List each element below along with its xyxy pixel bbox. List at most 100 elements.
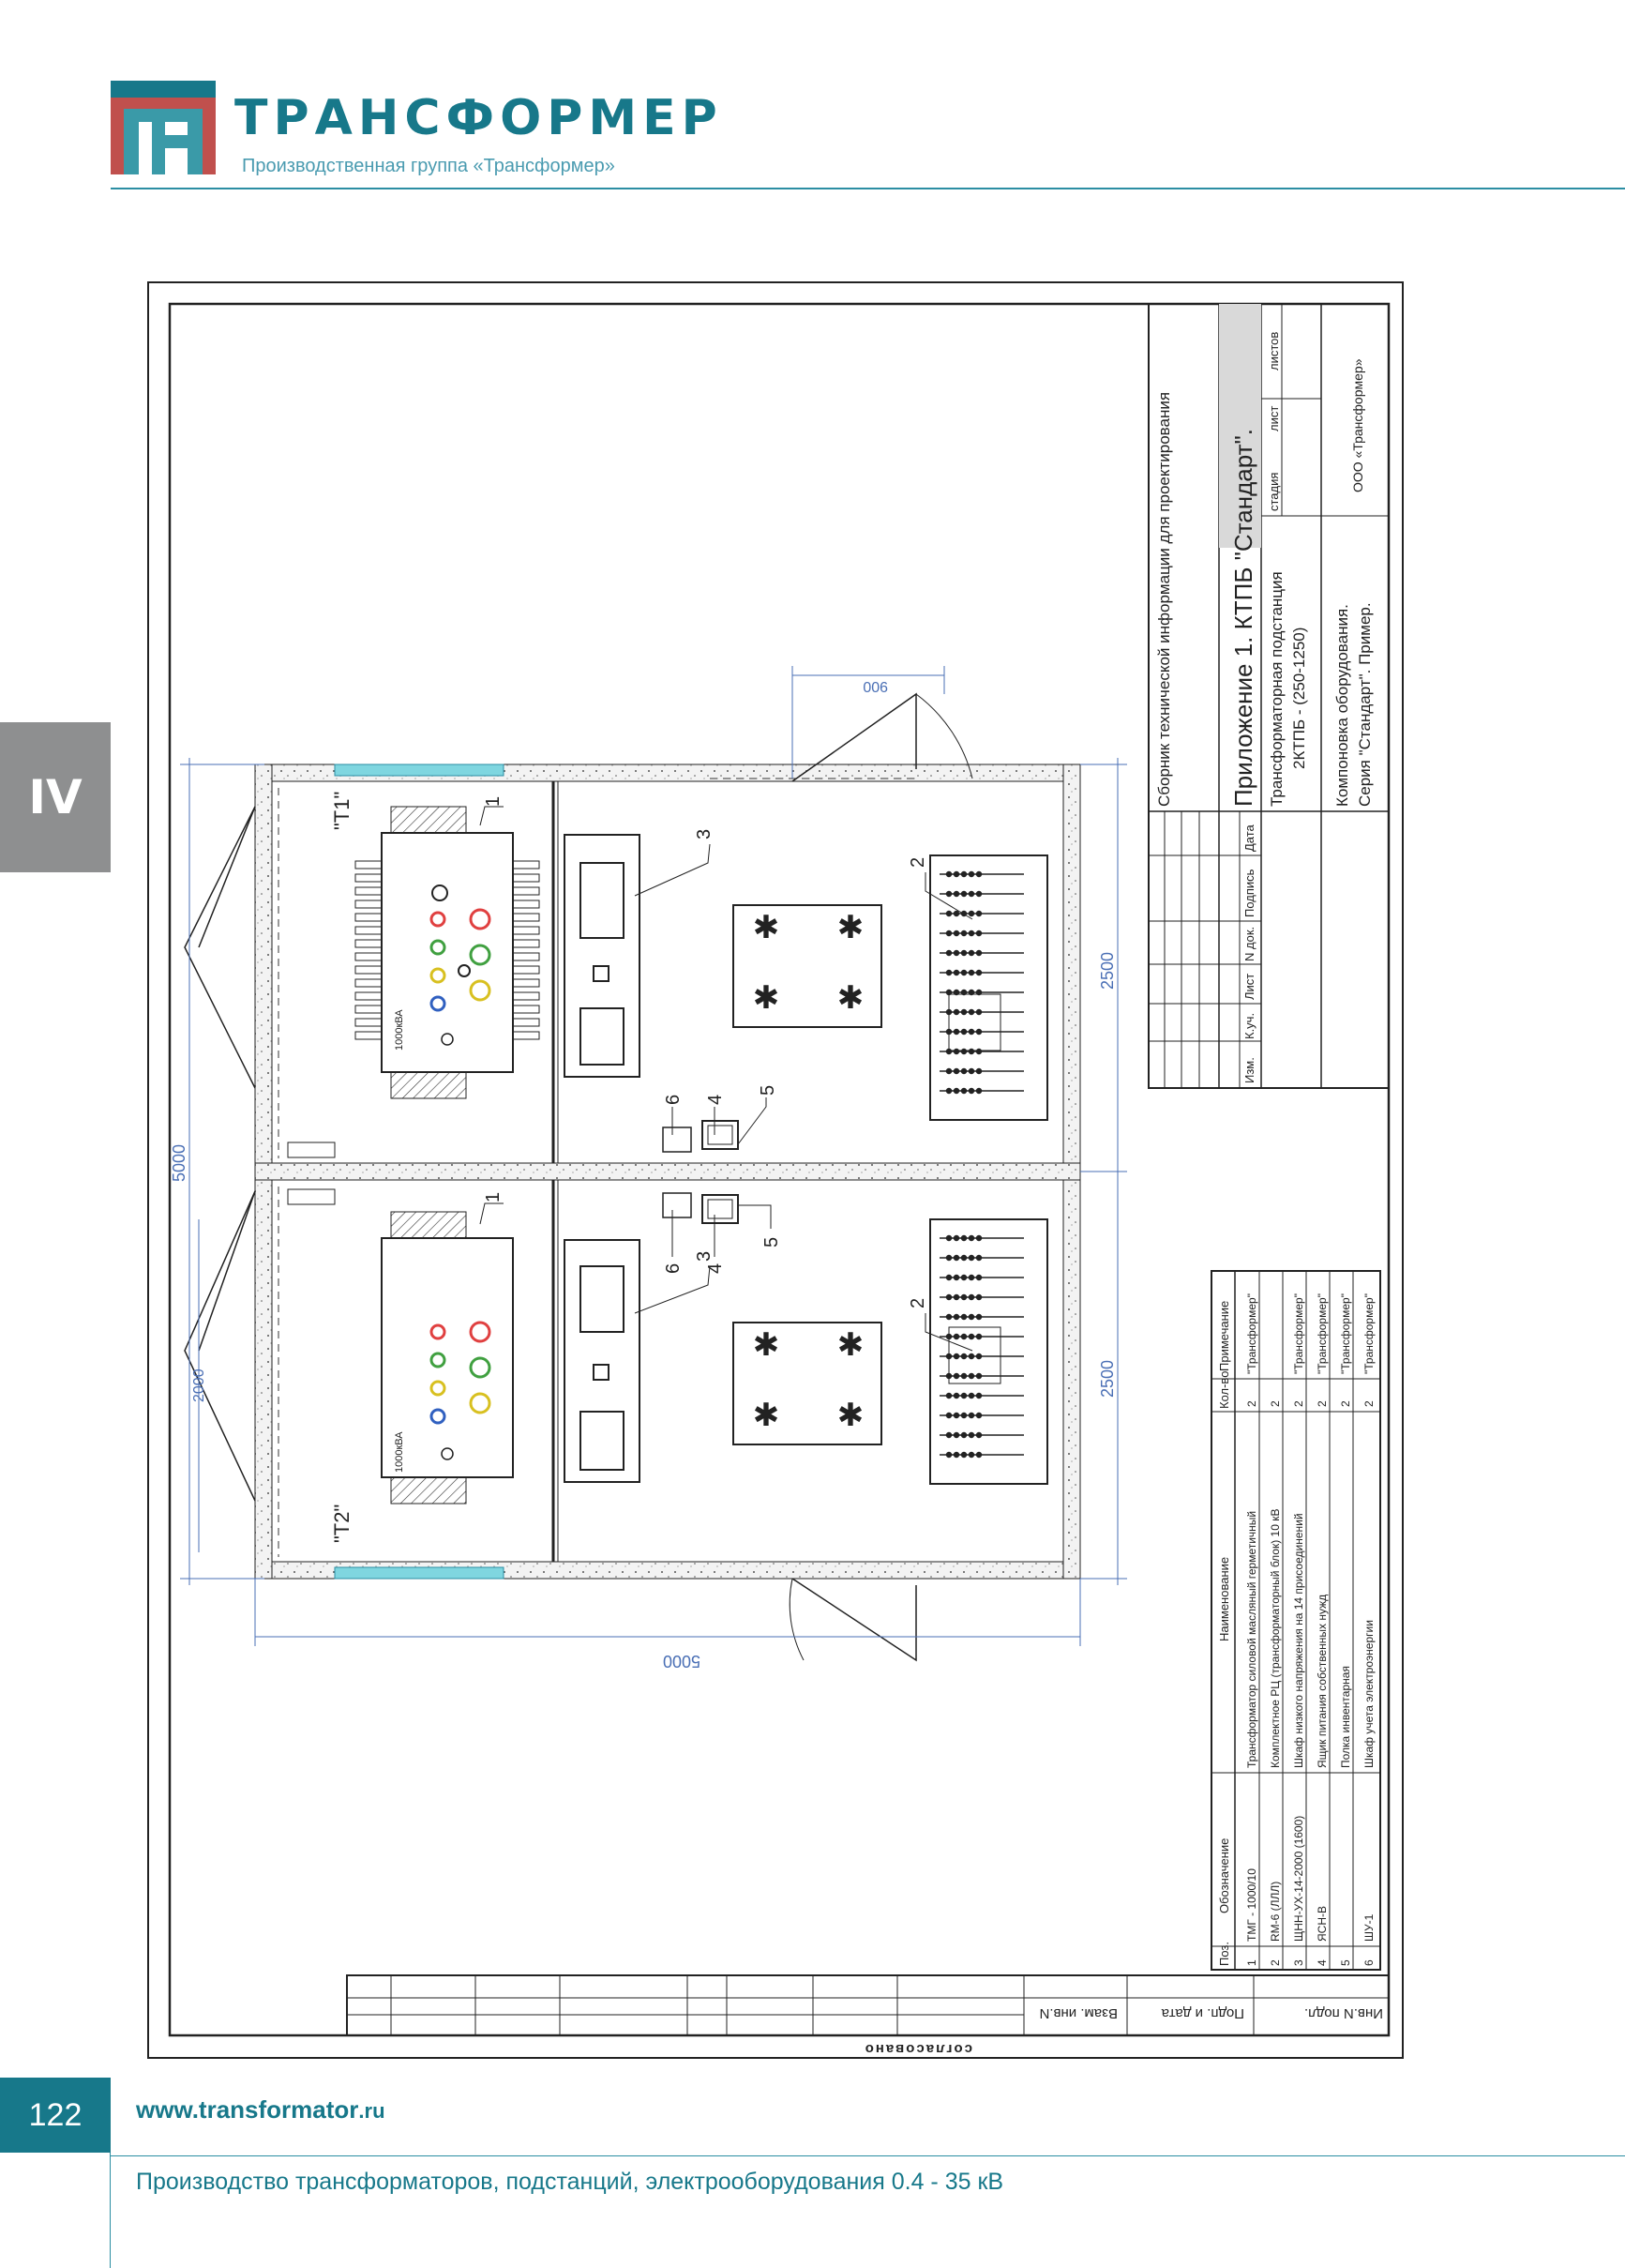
spec-cell: 6	[1362, 1959, 1376, 1966]
dim-small: 2000	[191, 1368, 207, 1402]
section-tab: IV	[0, 722, 111, 872]
svg-text:✱: ✱	[753, 980, 780, 1016]
callout-6-bottom: 6	[663, 1263, 684, 1274]
spec-header-note: Примечание	[1217, 1301, 1231, 1371]
spec-cell: 2	[1269, 1400, 1282, 1407]
svg-text:✱: ✱	[753, 1398, 780, 1433]
spec-table: Поз. Обозначение Наименование Кол-во При…	[1211, 1270, 1381, 1971]
spec-cell: ШУ-1	[1362, 1913, 1376, 1942]
transformer-t2: 1000кВА	[381, 1211, 514, 1504]
window-top	[334, 764, 504, 777]
lv-cabinet-1	[564, 834, 640, 1078]
page-number: 122	[0, 2078, 111, 2153]
spec-cell: Шкаф учета электроэнергии	[1362, 1620, 1376, 1768]
vzam-label: Взам. инв.N	[1039, 2005, 1118, 2021]
transformer-logo-icon	[111, 81, 216, 174]
spec-cell: "Трансформер"	[1292, 1293, 1305, 1374]
header-divider	[111, 188, 1625, 189]
rev-header-list: Лист	[1242, 974, 1256, 1000]
dim-total-horizontal: 5000	[663, 1652, 700, 1671]
svg-text:✱: ✱	[837, 980, 865, 1016]
spec-cell: ТМГ - 1000/10	[1245, 1868, 1258, 1942]
svg-text:✱: ✱	[837, 1398, 865, 1433]
rev-header-kuch: К.уч.	[1242, 1013, 1256, 1039]
t2-label: "Т2"	[330, 1504, 354, 1543]
svg-text:✱: ✱	[837, 1327, 865, 1363]
dim-total-vertical: 5000	[170, 1144, 188, 1182]
sheet-title-line2: Серия "Стандарт". Пример.	[1356, 602, 1374, 807]
t2-kva-label: 1000кВА	[394, 1431, 405, 1473]
callout-3-bottom: 3	[694, 1251, 715, 1262]
lv-cabinet-2	[564, 1239, 640, 1483]
spec-header-code: Обозначение	[1217, 1838, 1231, 1913]
spec-cell: 4	[1316, 1959, 1329, 1966]
spec-cell: Шкаф низкого напряжения на 14 присоедине…	[1292, 1513, 1305, 1768]
spec-cell: 5	[1339, 1959, 1352, 1966]
spec-cell: 3	[1292, 1959, 1305, 1966]
spec-cell: 2	[1362, 1400, 1376, 1407]
rev-header-ndoc: N док.	[1242, 927, 1256, 961]
callout-6-top: 6	[663, 1095, 684, 1105]
product-name: Трансформаторная подстанция	[1268, 571, 1286, 807]
callout-1-top: 1	[483, 796, 504, 807]
company-name: ООО «Трансформер»	[1350, 358, 1365, 492]
spec-cell: Трансформатор силовой масляный герметичн…	[1245, 1511, 1258, 1768]
sheet-label: лист	[1267, 406, 1281, 431]
title-block: Изм. К.уч. Лист N док. Подпись Дата Сбор…	[1148, 303, 1390, 1089]
footer-divider	[111, 2155, 1625, 2156]
product-model: 2КТПБ - (250-1250)	[1290, 627, 1308, 769]
sheets-label: листов	[1267, 332, 1281, 370]
inv-label: Инв.N подл.	[1304, 2005, 1383, 2021]
footer-vertical-divider	[110, 2153, 111, 2268]
footer-url-prefix: www.transformator	[136, 2095, 359, 2124]
rev-header-izm: Изм.	[1242, 1057, 1256, 1083]
callout-4-bottom: 4	[705, 1263, 726, 1274]
rev-header-date: Дата	[1242, 824, 1256, 852]
spec-header-pos: Поз.	[1217, 1942, 1231, 1966]
spec-cell: 1	[1245, 1959, 1258, 1966]
switchgear-2	[929, 1218, 1048, 1485]
t1-kva-label: 1000кВА	[394, 1009, 405, 1051]
spec-cell: Ящик питания собственных нужд	[1316, 1595, 1329, 1768]
spec-cell: "Трансформер"	[1339, 1293, 1352, 1374]
spec-header-name: Наименование	[1217, 1557, 1231, 1641]
podp-label: Подп. и дата	[1161, 2005, 1244, 2021]
spec-cell: RM-6 (ЛЛЛ)	[1269, 1882, 1282, 1942]
spec-cell: 2	[1292, 1400, 1305, 1407]
spec-cell: ЯСН-В	[1316, 1906, 1329, 1942]
spec-cell: 2	[1245, 1400, 1258, 1407]
gate-left	[184, 806, 256, 1502]
footer-url[interactable]: www.transformator.ru	[136, 2095, 385, 2124]
rm6-unit-1: ✱ ✱ ✱ ✱	[732, 904, 882, 1028]
collection-title: Сборник технической информации для проек…	[1155, 392, 1173, 807]
brand-name: ТРАНСФОРМЕР	[234, 90, 723, 146]
rm6-unit-2: ✱ ✱ ✱ ✱	[732, 1322, 882, 1445]
spec-cell: 2	[1269, 1959, 1282, 1966]
callout-2-bottom: 2	[908, 1298, 928, 1308]
callout-2-top: 2	[908, 857, 928, 868]
spec-cell: "Трансформер"	[1316, 1293, 1329, 1374]
svg-text:✱: ✱	[837, 910, 865, 945]
footer-tagline: Производство трансформаторов, подстанций…	[136, 2169, 1004, 2195]
spec-cell: "Трансформер"	[1245, 1293, 1258, 1374]
window-bottom	[334, 1566, 504, 1580]
spec-header-qty: Кол-во	[1217, 1371, 1231, 1409]
spec-cell: Комплектное РЦ (трансформаторный блок) 1…	[1269, 1509, 1282, 1769]
transformer-t1: 1000кВА	[354, 806, 540, 1099]
door-bottom	[791, 1578, 917, 1662]
sheet-title-line1: Компоновка оборудования.	[1333, 604, 1351, 807]
spec-cell: ЩНН-УХ-14-2000 (1600)	[1292, 1816, 1305, 1942]
brand-tagline: Производственная группа «Трансформер»	[242, 156, 615, 176]
spec-cell: 2	[1316, 1400, 1329, 1407]
spec-cell: Полка инвентарная	[1339, 1666, 1352, 1768]
t1-label: "Т1"	[330, 792, 354, 830]
callout-5-top: 5	[758, 1085, 778, 1096]
rev-header-sign: Подпись	[1242, 869, 1256, 917]
callout-5-bottom: 5	[761, 1237, 782, 1247]
callout-3-top: 3	[694, 829, 715, 839]
callout-1-bottom: 1	[483, 1192, 504, 1202]
appendix-title: Приложение 1. КТПБ "Стандарт".	[1229, 429, 1257, 807]
dim-room-2: 2500	[1098, 1360, 1117, 1398]
footer-url-domain: .ru	[358, 2099, 385, 2123]
switchgear-1	[929, 854, 1048, 1121]
